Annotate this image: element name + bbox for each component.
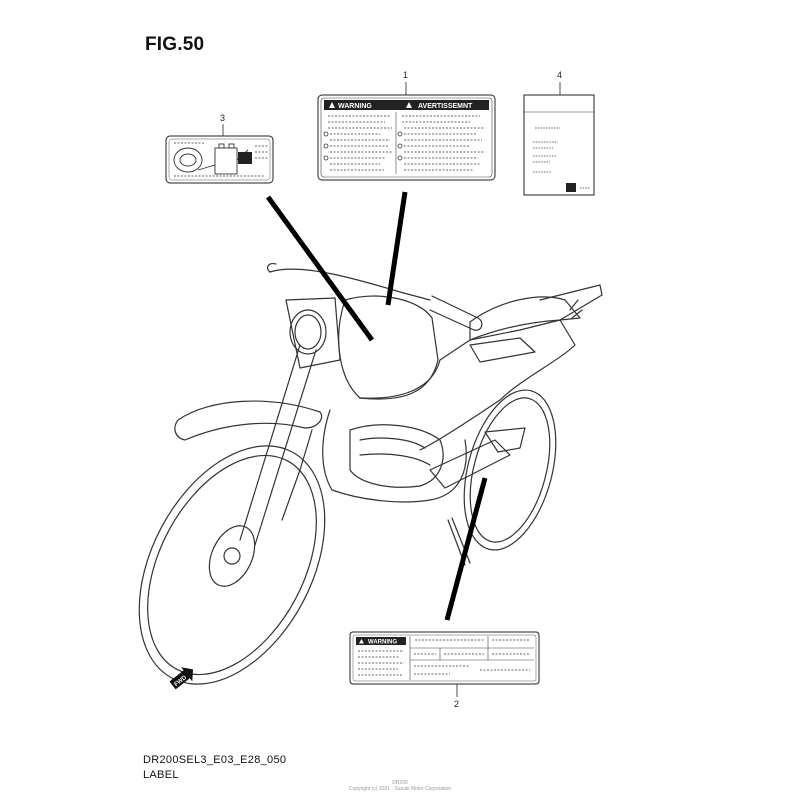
label-2-warning-text: WARNING [368,640,397,646]
figure-title: FIG.50 [145,34,205,55]
leader-line-1 [385,191,408,306]
leader-line-3 [265,195,375,342]
callout-number-4: 4 [557,70,562,80]
leader-lines [265,191,488,621]
leader-line-2 [444,477,488,621]
footer-line-1: DR200 [392,780,408,786]
figure-caption: LABEL [143,769,179,781]
label-1-avertissement-text: AVERTISSEMNT [418,103,473,110]
label-part-1: 1 WARNING AVERTISSEMNT [317,70,496,181]
label-part-3: 3 [165,113,274,184]
label-part-2: 2 WARNING [349,631,540,709]
callout-number-1: 1 [403,70,408,80]
callout-number-3: 3 [220,113,225,123]
footer-line-2: Copyright (c) 2021 - Suzuki Motor Corpor… [348,786,452,792]
diagram-code: DR200SEL3_E03_E28_050 [143,754,287,766]
callout-number-2: 2 [454,699,459,709]
label-part-4: 4 [523,70,595,196]
footer-copyright: DR200 Copyright (c) 2021 - Suzuki Motor … [300,780,500,792]
motorcycle-outline [138,263,603,685]
label-1-warning-text: WARNING [338,103,372,110]
